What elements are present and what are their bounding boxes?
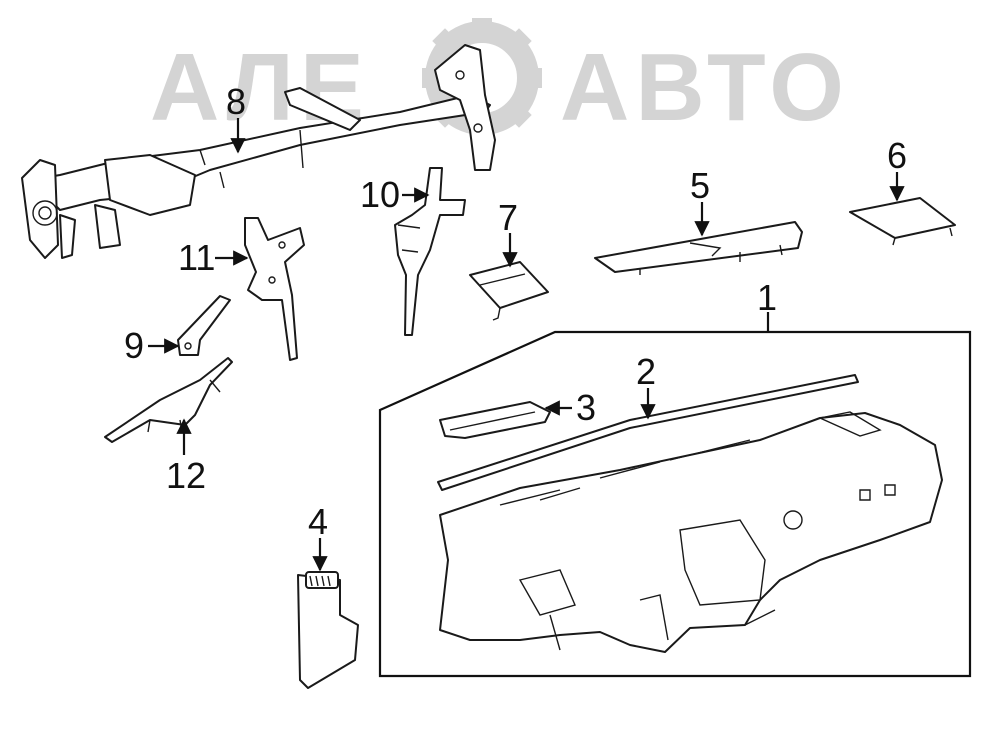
callout-11: 11 bbox=[178, 237, 215, 278]
callout-12: 12 bbox=[166, 455, 206, 496]
part-6-pad bbox=[849, 197, 956, 246]
callout-7: 7 bbox=[498, 197, 518, 238]
assembly-outline bbox=[378, 330, 972, 678]
callout-8: 8 bbox=[226, 81, 246, 122]
callout-3: 3 bbox=[576, 387, 596, 428]
callout-5: 5 bbox=[690, 165, 710, 206]
part-1-box bbox=[378, 330, 972, 678]
part-9-brace bbox=[177, 295, 231, 356]
callout-6: 6 bbox=[887, 135, 907, 176]
callout-4: 4 bbox=[308, 501, 328, 542]
part-4-side-cover bbox=[297, 571, 359, 689]
part-1-instrument-panel bbox=[439, 411, 943, 653]
part-12-brace bbox=[104, 357, 233, 443]
watermark-text-right: АВТО bbox=[560, 34, 850, 141]
part-8-instrument-panel-reinforcement bbox=[21, 44, 496, 259]
callout-2: 2 bbox=[636, 351, 656, 392]
callout-9: 9 bbox=[124, 325, 144, 366]
callout-labels: 8 6 5 7 10 11 9 12 1 2 3 4 bbox=[124, 81, 907, 542]
callout-10: 10 bbox=[360, 174, 400, 215]
part-3-vent bbox=[439, 401, 551, 439]
callout-leaders bbox=[148, 118, 905, 572]
watermark: АЛЕ АВТО bbox=[150, 18, 850, 141]
part-2-trim-strip bbox=[437, 374, 859, 491]
callout-1: 1 bbox=[757, 277, 777, 318]
part-11-bracket bbox=[244, 217, 305, 361]
part-10-bracket bbox=[394, 167, 466, 336]
part-7-cover bbox=[469, 261, 549, 321]
part-5-panel bbox=[594, 221, 803, 275]
